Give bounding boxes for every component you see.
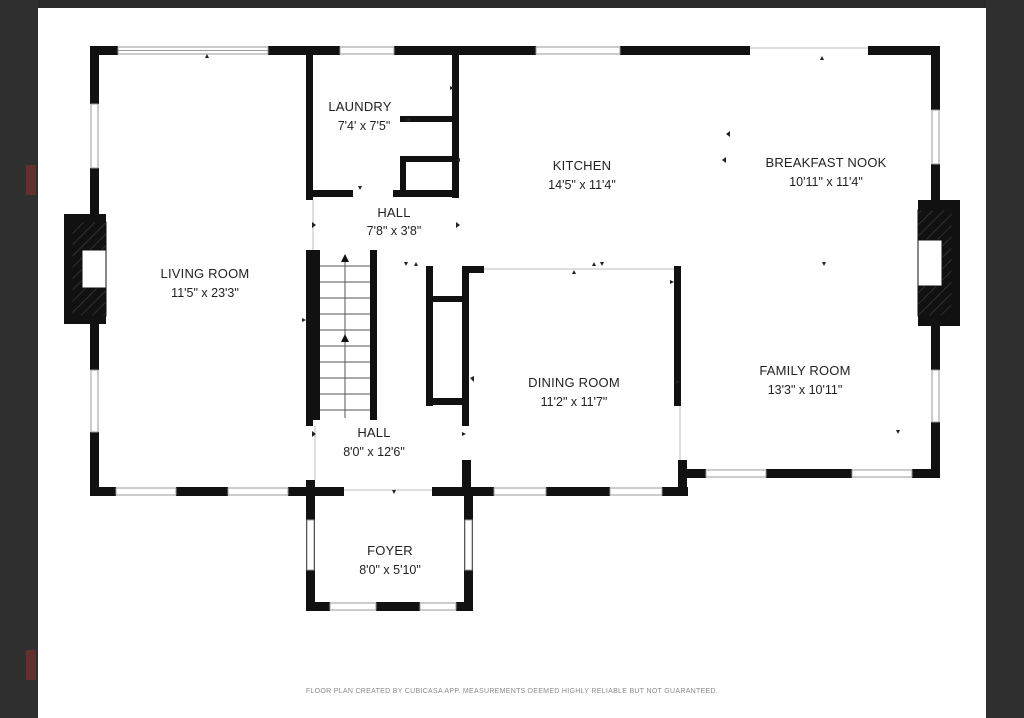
foyer-dims: 8'0" x 5'10" <box>359 563 421 577</box>
breakfast-nook-dims: 10'11" x 11'4" <box>789 175 863 189</box>
windows <box>90 46 940 611</box>
laundry-name: LAUNDRY <box>328 99 391 114</box>
staircase <box>320 254 370 418</box>
room-label-dining-room: DINING ROOM 11'2" x 11'7" <box>528 375 620 409</box>
living-room-dims: 11'5" x 23'3" <box>171 286 239 300</box>
left-edge-tab <box>26 165 36 195</box>
laundry-dims: 7'4' x 7'5" <box>338 119 391 133</box>
room-label-living-room: LIVING ROOM 11'5" x 23'3" <box>161 266 250 300</box>
room-label-hall-lower: HALL 8'0" x 12'6" <box>343 425 405 459</box>
left-edge-tab-lower <box>26 650 36 680</box>
floor-plan-drawing: LAUNDRY 7'4' x 7'5" KITCHEN 14'5" x 11'4… <box>64 46 960 611</box>
background-right <box>986 0 1024 718</box>
floor-plan-sheet: LAUNDRY 7'4' x 7'5" KITCHEN 14'5" x 11'4… <box>38 8 986 718</box>
living-room-name: LIVING ROOM <box>161 266 250 281</box>
background-left <box>0 0 38 718</box>
hall-lower-name: HALL <box>357 425 390 440</box>
kitchen-name: KITCHEN <box>553 158 611 173</box>
door-markers <box>205 54 900 494</box>
hall-upper-dims: 7'8" x 3'8" <box>367 224 422 238</box>
hall-upper-name: HALL <box>377 205 410 220</box>
breakfast-nook-name: BREAKFAST NOOK <box>765 155 886 170</box>
dining-room-dims: 11'2" x 11'7" <box>541 395 608 409</box>
room-label-family-room: FAMILY ROOM 13'3" x 10'11" <box>759 363 850 397</box>
room-label-foyer: FOYER 8'0" x 5'10" <box>359 543 421 577</box>
interior-walls <box>306 46 681 496</box>
kitchen-dims: 14'5" x 11'4" <box>548 178 616 192</box>
room-label-kitchen: KITCHEN 14'5" x 11'4" <box>548 158 616 192</box>
fireplace-right <box>917 200 960 326</box>
dining-room-name: DINING ROOM <box>528 375 620 390</box>
hall-lower-dims: 8'0" x 12'6" <box>343 445 405 459</box>
background-top <box>0 0 1024 8</box>
foyer-name: FOYER <box>367 543 413 558</box>
room-label-laundry: LAUNDRY 7'4' x 7'5" <box>328 99 391 133</box>
fireplace-left <box>64 214 107 324</box>
disclaimer-note: FLOOR PLAN CREATED BY CUBICASA APP. MEAS… <box>305 688 719 695</box>
room-label-hall-upper: HALL 7'8" x 3'8" <box>367 205 422 238</box>
thin-lines <box>312 47 868 491</box>
room-label-breakfast-nook: BREAKFAST NOOK 10'11" x 11'4" <box>765 155 886 189</box>
family-room-dims: 13'3" x 10'11" <box>768 383 843 397</box>
exterior-walls <box>90 46 940 611</box>
family-room-name: FAMILY ROOM <box>759 363 850 378</box>
